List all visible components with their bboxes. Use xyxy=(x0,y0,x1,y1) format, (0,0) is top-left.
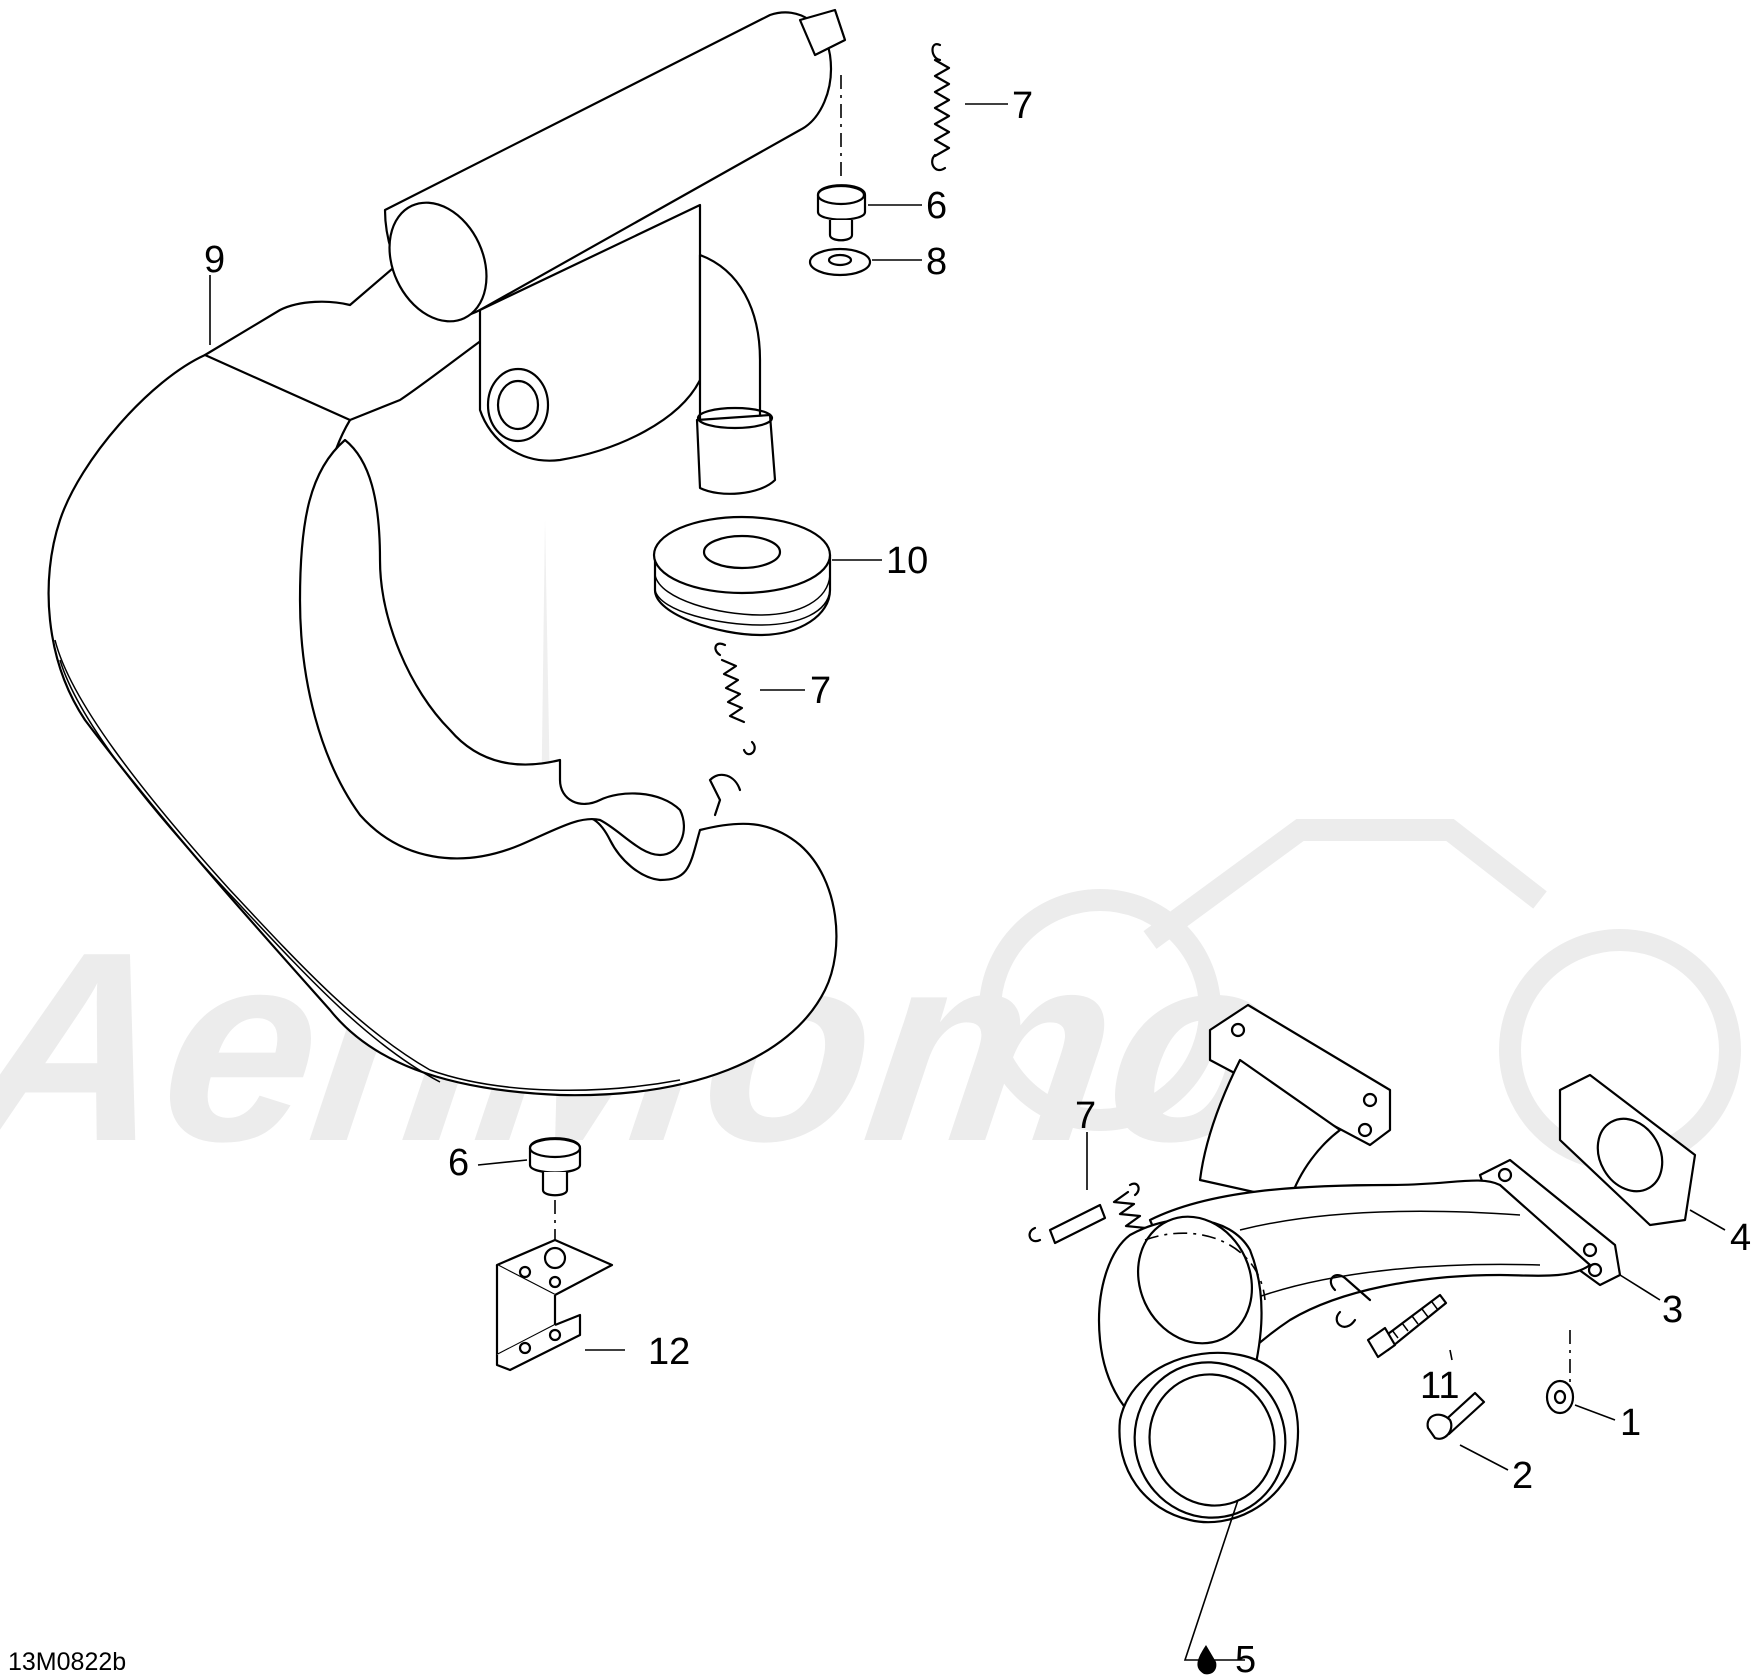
clip-upper xyxy=(708,773,742,817)
exhaust-manifold xyxy=(1098,1003,1697,1524)
callout-12: 12 xyxy=(648,1331,690,1373)
callout-5: 5 xyxy=(1235,1639,1256,1679)
callout-7-middle: 7 xyxy=(810,670,831,712)
spring-lower xyxy=(1028,1182,1154,1245)
muffler-assembly xyxy=(47,8,847,1097)
callout-1: 1 xyxy=(1620,1402,1641,1444)
callout-6-top: 6 xyxy=(926,185,947,227)
rubber-bumper-top xyxy=(816,184,867,242)
lock-washer xyxy=(1545,1379,1575,1415)
drawing-code: 13M0822b xyxy=(8,1648,126,1676)
callout-7-lower: 7 xyxy=(1075,1095,1096,1137)
callout-4: 4 xyxy=(1730,1217,1751,1259)
spring-top xyxy=(931,43,951,172)
callout-11: 11 xyxy=(1420,1365,1459,1407)
callout-2: 2 xyxy=(1512,1455,1533,1497)
callout-7-top: 7 xyxy=(1012,85,1033,127)
callout-10: 10 xyxy=(886,540,928,582)
callout-6-lower: 6 xyxy=(448,1142,469,1184)
lubricant-drop-icon xyxy=(1197,1645,1217,1675)
leader-lines xyxy=(209,103,1726,1661)
callout-3: 3 xyxy=(1662,1289,1683,1331)
callout-9: 9 xyxy=(204,239,225,281)
spring-middle xyxy=(714,642,756,756)
grommet xyxy=(652,515,832,637)
callout-8: 8 xyxy=(926,241,947,283)
bolt xyxy=(1366,1293,1448,1359)
mounting-bracket xyxy=(495,1238,614,1372)
washer xyxy=(808,247,872,277)
callouts: 7 6 8 9 10 7 6 12 7 4 3 11 1 2 5 xyxy=(204,85,1751,1679)
rubber-bumper-lower xyxy=(528,1137,582,1197)
screw xyxy=(1426,1391,1486,1440)
